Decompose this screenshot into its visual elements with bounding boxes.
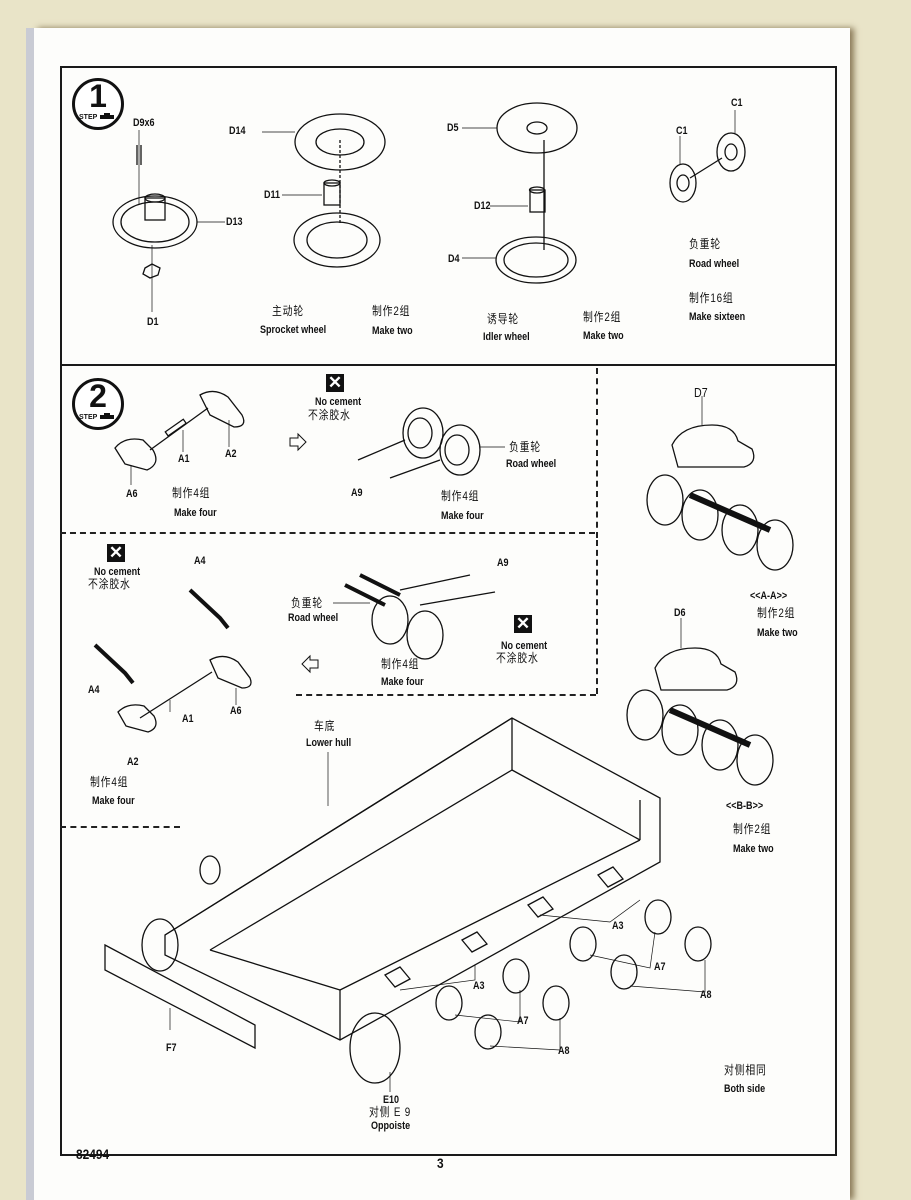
no-cement-en: No cement	[501, 640, 548, 652]
dashed-divider	[596, 368, 598, 538]
road-wheel-name-cn: 负重轮	[689, 237, 721, 251]
no-cement-cn: 不涂胶水	[88, 577, 131, 591]
sprocket-name-cn: 主动轮	[272, 304, 304, 318]
idler-name-en: Idler wheel	[483, 331, 530, 343]
part-label: A3	[473, 980, 485, 992]
bogie-a-qty-cn: 制作4组	[172, 486, 211, 500]
sprocket-qty-cn: 制作2组	[372, 304, 411, 318]
part-label: D12	[474, 200, 491, 212]
section-label-bb: <<B-B>>	[726, 800, 764, 812]
part-label: D9x6	[133, 117, 155, 129]
hull-name-cn: 车底	[314, 719, 336, 733]
road-wheel-a-name-cn: 负重轮	[509, 440, 541, 454]
part-label: D13	[226, 216, 243, 228]
opposite-cn: 对侧 E 9	[369, 1105, 412, 1119]
no-cement-en: No cement	[94, 566, 141, 578]
road-wheel-a-qty-cn: 制作4组	[441, 489, 480, 503]
idler-qty-cn: 制作2组	[583, 310, 622, 324]
dashed-divider	[60, 826, 180, 828]
bogie-b-qty-cn: 制作4组	[90, 775, 129, 789]
step-divider	[60, 364, 837, 366]
step-1-badge: 1 STEP	[72, 78, 124, 130]
road-wheel-a-qty-en: Make four	[441, 510, 484, 522]
part-label: C1	[676, 125, 688, 137]
part-label: A1	[178, 453, 190, 465]
road-wheel-qty-cn: 制作16组	[689, 291, 734, 305]
step-2-badge: 2 STEP	[72, 378, 124, 430]
road-wheel-name-en: Road wheel	[689, 258, 740, 270]
bogie-a-qty-en: Make four	[174, 507, 217, 519]
dashed-divider	[596, 540, 598, 694]
hull-name-en: Lower hull	[306, 737, 352, 749]
idler-name-cn: 诱导轮	[487, 312, 519, 326]
step-number: 2	[89, 378, 107, 414]
part-label: C1	[731, 97, 743, 109]
road-wheel-b-qty-cn: 制作4组	[381, 657, 420, 671]
part-label: D4	[448, 253, 460, 265]
part-label: A8	[558, 1045, 570, 1057]
both-side-cn: 对侧相同	[724, 1063, 767, 1077]
part-label: D11	[264, 189, 281, 201]
part-label: A6	[126, 488, 138, 500]
page-number: 3	[437, 1155, 444, 1171]
road-wheel-b-qty-en: Make four	[381, 676, 424, 688]
part-label: D5	[447, 122, 459, 134]
part-label: A9	[497, 557, 509, 569]
sprocket-name-en: Sprocket wheel	[260, 324, 327, 336]
part-label: A4	[194, 555, 206, 567]
part-label: D6	[674, 607, 686, 619]
part-label: A2	[127, 756, 139, 768]
no-cement-icon: ✕	[514, 614, 532, 633]
no-cement-icon: ✕	[107, 543, 125, 562]
part-label: D1	[147, 316, 159, 328]
part-label: A6	[230, 705, 242, 717]
tank-icon	[100, 113, 114, 119]
road-wheel-b-name-en: Road wheel	[288, 612, 339, 624]
part-label: A2	[225, 448, 237, 460]
part-label: A7	[517, 1015, 529, 1027]
bogie-b-qty-en: Make four	[92, 795, 135, 807]
step-number: 1	[89, 78, 107, 114]
road-wheel-a-name-en: Road wheel	[506, 458, 557, 470]
sprocket-qty-en: Make two	[372, 325, 413, 337]
catalog-number: 82494	[76, 1146, 110, 1162]
assembly-bb-qty-en: Make two	[733, 843, 774, 855]
part-label: E10	[383, 1094, 400, 1106]
assembly-aa-qty-en: Make two	[757, 627, 798, 639]
step-word: STEP	[79, 414, 98, 421]
road-wheel-qty-en: Make sixteen	[689, 311, 746, 323]
road-wheel-b-name-cn: 负重轮	[291, 596, 323, 610]
dashed-divider	[60, 532, 595, 534]
no-cement-icon: ✕	[326, 373, 344, 392]
part-label: D14	[229, 125, 246, 137]
part-label: A1	[182, 713, 194, 725]
no-cement-en: No cement	[315, 396, 362, 408]
opposite-en: Oppoiste	[371, 1120, 411, 1132]
section-label-aa: <<A-A>>	[750, 590, 788, 602]
no-cement-cn: 不涂胶水	[496, 651, 539, 665]
part-label: A4	[88, 684, 100, 696]
dashed-divider	[296, 694, 596, 696]
part-label: A3	[612, 920, 624, 932]
assembly-aa-qty-cn: 制作2组	[757, 606, 796, 620]
tank-icon	[100, 413, 114, 419]
part-label: A7	[654, 961, 666, 973]
step-word: STEP	[79, 114, 98, 121]
no-cement-cn: 不涂胶水	[308, 408, 351, 422]
instruction-frame	[60, 66, 837, 1156]
part-label: F7	[166, 1042, 177, 1054]
assembly-bb-qty-cn: 制作2组	[733, 822, 772, 836]
idler-qty-en: Make two	[583, 330, 624, 342]
part-label: A8	[700, 989, 712, 1001]
both-side-en: Both side	[724, 1083, 766, 1095]
part-label: A9	[351, 487, 363, 499]
part-label: D7	[694, 385, 708, 400]
